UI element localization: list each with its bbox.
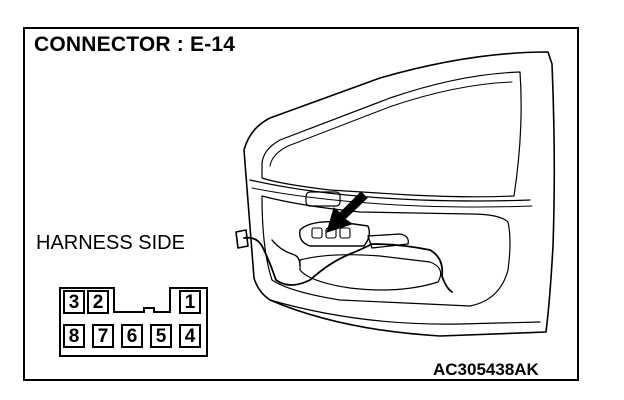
door-handle <box>305 191 341 207</box>
wiring-harness <box>243 236 453 293</box>
switch-button-3 <box>339 227 351 239</box>
belt-line-2 <box>251 187 533 208</box>
pointer-arrow <box>326 191 368 233</box>
inner-handle <box>367 233 409 249</box>
pin-4: 4 <box>179 324 201 348</box>
pin-3: 3 <box>63 290 85 314</box>
window-inner-outline-2 <box>269 81 513 167</box>
connector-housing <box>59 287 208 357</box>
pin-7: 7 <box>92 324 114 348</box>
pin-5: 5 <box>150 324 172 348</box>
armrest <box>299 254 442 291</box>
belt-line <box>249 179 531 202</box>
pin-8: 8 <box>63 324 85 348</box>
connector-title: CONNECTOR : E-14 <box>34 33 236 56</box>
door-trim-outline <box>261 195 511 307</box>
window-inner-outline <box>261 71 522 198</box>
pin-1: 1 <box>179 290 201 314</box>
harness-branch <box>271 239 301 267</box>
connector-plug <box>235 229 249 249</box>
switch-button-1 <box>311 227 323 239</box>
door-outer-outline <box>243 51 556 337</box>
harness-side-label: HARNESS SIDE <box>36 232 185 254</box>
pin-2: 2 <box>87 290 109 314</box>
figure-code: AC305438AK <box>433 360 539 379</box>
door-bottom-edge <box>269 299 541 325</box>
connector-diagram: 3 2 1 8 7 6 5 4 <box>58 286 209 358</box>
pin-6: 6 <box>121 324 143 348</box>
